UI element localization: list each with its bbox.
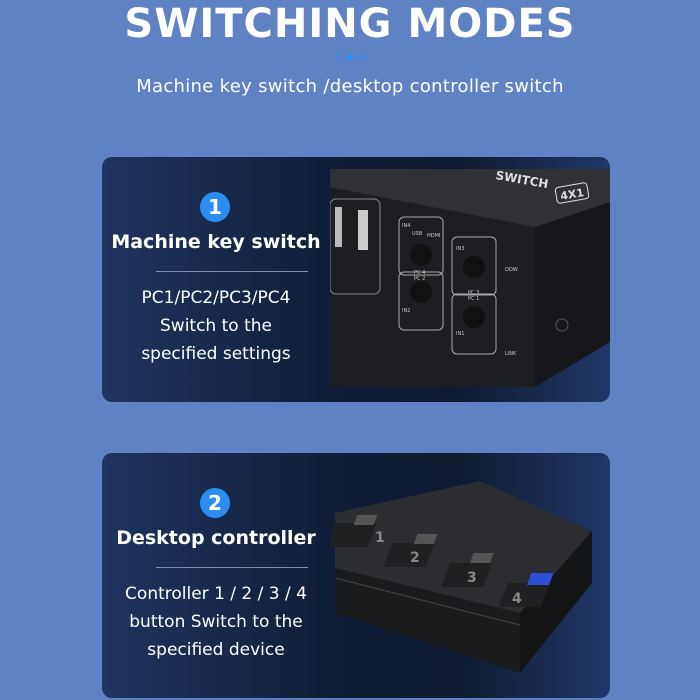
controller-button-1[interactable]: 1	[375, 530, 385, 546]
mode-card-desktop-controller: 2 Desktop controller Controller 1 / 2 / …	[102, 453, 610, 698]
controller-button-3[interactable]: 3	[467, 570, 477, 586]
card-description: Controller 1 / 2 / 3 / 4 button Switch t…	[102, 580, 330, 664]
pc-label: PC 4	[414, 270, 425, 276]
card-heading: Desktop controller	[116, 527, 316, 549]
step-number-badge: 1	[200, 192, 230, 222]
desc-line: PC1/PC2/PC3/PC4	[141, 288, 291, 308]
desc-line: button Switch to the	[129, 612, 303, 632]
link-label: LINK	[505, 351, 517, 357]
page-title: SWITCHING MODES	[124, 1, 576, 47]
port-label: IN4	[402, 223, 410, 229]
kvm-switch-image: SWITCH 4X1 IN4 USB HDMI PC 4 PC 2 IN2 IN…	[330, 168, 610, 387]
carousel-dot[interactable]	[358, 54, 366, 61]
mode-card-machine-key: 1 Machine key switch PC1/PC2/PC3/PC4 Swi…	[102, 157, 610, 402]
desktop-controller-image: 1 2 3 4	[330, 481, 592, 673]
subtitle: Machine key switch /desktop controller s…	[136, 76, 564, 97]
desc-line: Switch to the	[160, 316, 272, 336]
carousel-dot[interactable]	[334, 54, 342, 61]
divider	[156, 271, 308, 272]
controller-button-2[interactable]: 2	[410, 550, 420, 566]
desc-line: specified device	[147, 640, 285, 660]
carousel-dot-active[interactable]	[346, 54, 354, 61]
card-heading: Machine key switch	[111, 231, 321, 253]
dow-label: DOW	[505, 267, 518, 273]
device-model-label: 4X1	[559, 186, 585, 203]
desc-line: specified settings	[141, 344, 291, 364]
port-label: IN2	[402, 308, 410, 314]
pc-label: PC 1	[468, 296, 479, 302]
pc-label: PC 2	[414, 276, 425, 282]
step-number-badge: 2	[200, 488, 230, 518]
divider	[156, 567, 308, 568]
controller-button-4[interactable]: 4	[512, 591, 522, 607]
pc-label: PC 3	[468, 290, 479, 296]
usb-label: USB	[412, 231, 423, 237]
port-label: IN3	[456, 246, 464, 252]
card-description: PC1/PC2/PC3/PC4 Switch to the specified …	[102, 284, 330, 368]
port-label: IN1	[456, 331, 464, 337]
desc-line: Controller 1 / 2 / 3 / 4	[125, 584, 307, 604]
hdmi-label: HDMI	[427, 233, 440, 239]
carousel-indicator	[0, 54, 700, 61]
